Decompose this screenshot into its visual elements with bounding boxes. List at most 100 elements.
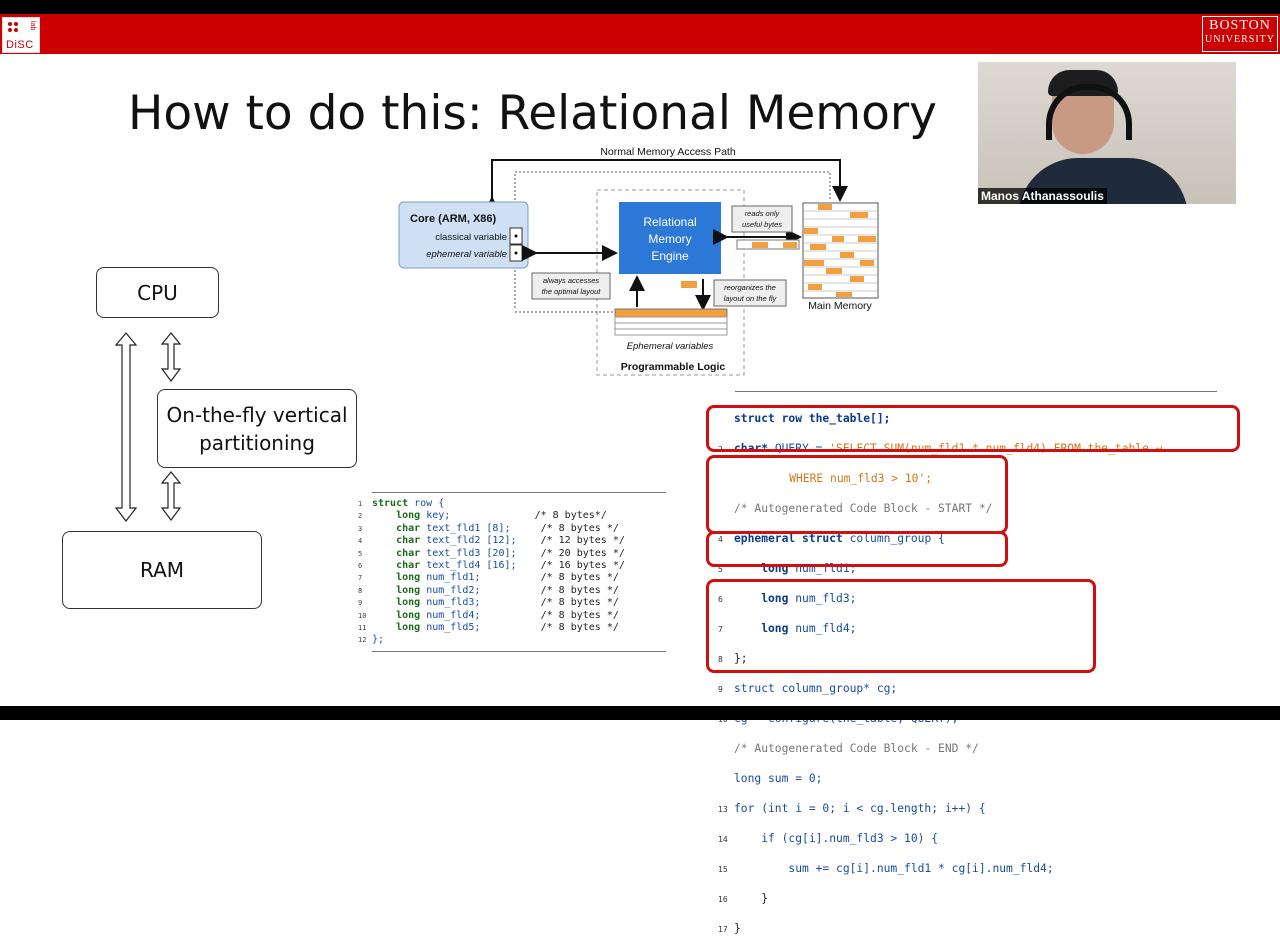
struct-line: 3 char text_fld1 [8]; /* 8 bytes */ <box>358 523 625 535</box>
cpu-partition-arrow-icon <box>160 332 182 382</box>
slide-title: How to do this: Relational Memory <box>128 86 937 141</box>
code-line-9-text: struct column_group* cg; <box>734 681 898 695</box>
always-accesses-1: always accesses <box>543 276 600 285</box>
always-accesses-2: the optimal layout <box>542 287 602 296</box>
struct-line-comment: /* 8 bytes */ <box>480 597 619 609</box>
struct-line-text: num_fld5; <box>420 622 481 634</box>
code-line-7-kw: long <box>734 621 789 635</box>
struct-line-comment: /* 16 bytes */ <box>516 560 625 572</box>
ram-label: RAM <box>139 558 185 582</box>
struct-line-text: row { <box>408 498 445 509</box>
lab-logo: lab DiSC <box>2 17 40 53</box>
code-line-2b: WHERE num_fld3 > 10'; <box>718 472 1163 488</box>
code-line-13-text: for (int i = 0; i < cg.length; i++) { <box>734 801 986 815</box>
struct-line-keyword: char <box>372 547 421 559</box>
struct-line-comment: /* 8 bytes */ <box>510 522 619 534</box>
bottom-letterbox <box>0 706 1280 720</box>
struct-line-number: 7 <box>358 574 363 583</box>
code-line-6-kw: long <box>734 591 789 605</box>
struct-line-number: 9 <box>358 599 363 608</box>
struct-line-text: text_fld4 [16]; <box>420 560 517 572</box>
university-line2: UNIVERSITY <box>1205 34 1275 45</box>
ram-box: RAM <box>62 531 262 609</box>
code-line-17: 17} <box>718 921 741 935</box>
code-line-3-text: /* Autogenerated Code Block - START */ <box>734 501 993 515</box>
struct-line-comment: /* 20 bytes */ <box>516 547 625 559</box>
code-line-14-text: if (cg[i].num_fld3 > 10) { <box>734 831 939 845</box>
code-line-11-text: /* Autogenerated Code Block - END */ <box>734 741 979 755</box>
struct-line-number: 3 <box>358 524 363 533</box>
struct-line-text: }; <box>372 634 385 646</box>
query-top-rule <box>735 391 1217 392</box>
struct-line-number: 11 <box>358 624 367 633</box>
struct-line: 8 long num_fld2; /* 8 bytes */ <box>358 585 625 597</box>
lab-logo-text: DiSC <box>6 39 34 51</box>
struct-line-number: 4 <box>358 537 363 546</box>
struct-line: 10 long num_fld4; /* 8 bytes */ <box>358 610 625 622</box>
engine-label-3: Engine <box>651 249 689 263</box>
code-line-2b-str: WHERE num_fld3 > 10'; <box>762 471 933 485</box>
struct-line-keyword: long <box>372 510 421 522</box>
highlight-ephemeral-struct <box>706 455 1008 534</box>
headset-icon <box>1046 84 1132 140</box>
ephemeral-var-label: ephemeral variable <box>426 249 507 260</box>
lab-logo-side: lab <box>29 21 36 31</box>
struct-line-number: 1 <box>358 500 363 508</box>
code-line-16-text: } <box>734 891 769 905</box>
cpu-label: CPU <box>137 280 178 305</box>
struct-line-comment: /* 8 bytes */ <box>480 584 619 596</box>
university-logo: BOSTON UNIVERSITY <box>1202 16 1278 52</box>
code-line-7-rest: num_fld4; <box>788 621 857 635</box>
reorganizes-1: reorganizes the <box>724 283 776 292</box>
code-line-1-text: struct row the_table[]; <box>734 411 891 425</box>
main-memory-label: Main Memory <box>808 300 872 312</box>
code-line-17-text: } <box>734 921 741 935</box>
code-line-12: long sum = 0; <box>718 772 1163 788</box>
cpu-box: CPU <box>96 267 219 318</box>
code-line-6: 6 long num_fld3; <box>718 591 857 605</box>
highlight-query <box>706 405 1240 452</box>
struct-line-number: 8 <box>358 586 363 595</box>
partition-label-line1: On-the-fly vertical <box>166 402 348 427</box>
reads-only-1: reads only <box>745 209 781 218</box>
struct-line-text: text_fld1 [8]; <box>420 522 511 534</box>
struct-line-keyword: long <box>372 622 421 634</box>
struct-line-number: 6 <box>358 562 363 571</box>
struct-line: 7 long num_fld1; /* 8 bytes */ <box>358 572 625 584</box>
struct-line: 11 long num_fld5; /* 8 bytes */ <box>358 622 625 634</box>
struct-line: 12}; <box>358 634 625 646</box>
reads-only-2: useful bytes <box>742 220 782 229</box>
speaker-name: Manos Athanassoulis <box>978 188 1107 204</box>
partition-box: On-the-fly vertical partitioning <box>157 389 357 468</box>
partition-ram-arrow-icon <box>160 471 182 521</box>
highlight-loop <box>706 579 1096 673</box>
engine-label-1: Relational <box>643 215 696 229</box>
struct-line: 5 char text_fld3 [20]; /* 20 bytes */ <box>358 548 625 560</box>
struct-line-keyword: long <box>372 597 421 609</box>
classical-var-label: classical variable <box>435 232 507 243</box>
top-letterbox <box>0 0 1280 14</box>
struct-line-text: text_fld3 [20]; <box>420 547 517 559</box>
struct-line: 4 char text_fld2 [12]; /* 12 bytes */ <box>358 535 625 547</box>
top-path-label: Normal Memory Access Path <box>600 146 736 158</box>
struct-line-keyword: char <box>372 522 421 534</box>
code-line-3: /* Autogenerated Code Block - START */ <box>718 502 1163 518</box>
code-line-15-text: sum += cg[i].num_fld1 * cg[i].num_fld4; <box>734 861 1054 875</box>
code-line-8: 8}; <box>718 651 748 665</box>
speaker-video[interactable]: Manos Athanassoulis <box>978 62 1236 204</box>
struct-line-keyword: char <box>372 560 421 572</box>
struct-line: 9 long num_fld3; /* 8 bytes */ <box>358 597 625 609</box>
code-line-16: 16 } <box>718 891 769 905</box>
code-line-6-rest: num_fld3; <box>788 591 857 605</box>
struct-line-comment: /* 8 bytes*/ <box>450 510 607 522</box>
struct-line-text: text_fld2 [12]; <box>420 535 517 547</box>
university-line1: BOSTON <box>1209 18 1271 33</box>
struct-line-comment: /* 8 bytes */ <box>480 572 619 584</box>
highlight-configure <box>706 531 1008 567</box>
code-line-12-text: long sum = 0; <box>734 771 823 785</box>
programmable-logic-label: Programmable Logic <box>621 361 726 373</box>
